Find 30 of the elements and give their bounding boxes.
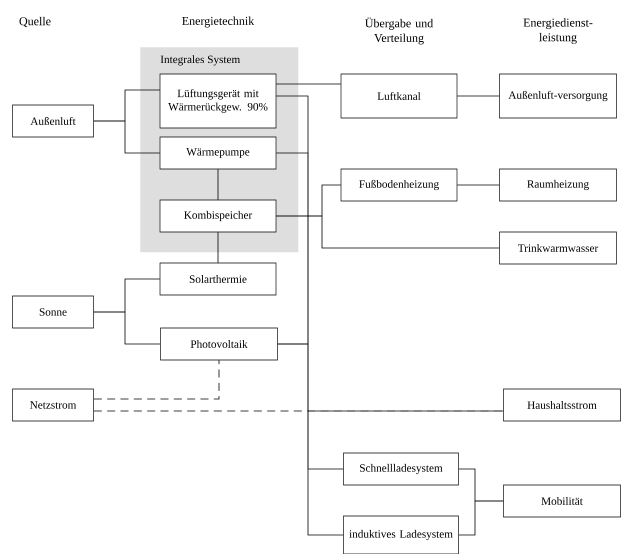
connector-line [276,216,500,248]
process-box: Schnellladesystem [343,452,459,486]
process-box: Sonne [12,296,94,328]
column-heading: Energietechnik [182,16,254,28]
process-box: Lüftungsgerät mit Wärmerückgew. 90% [160,74,276,128]
process-box: Raumheizung [499,168,617,202]
process-box: Solarthermie [160,262,276,296]
connector-line [93,360,220,400]
column-heading: Energiedienst-leistung [523,18,592,44]
connector-line [277,344,344,536]
connector-line [93,120,160,154]
process-box: Kombispeicher [160,200,276,232]
process-box: Luftkanal [340,74,458,118]
process-box: Trinkwarmwasser [499,232,617,264]
process-box: Fußbodenheizung [340,168,458,202]
process-box: Netzstrom [12,388,94,422]
connector-line [93,410,504,412]
process-box: Mobilität [503,484,621,518]
connector-line [276,152,308,344]
process-box: Photovoltaik [160,328,278,360]
connector-line [458,500,504,536]
column-heading: Übergabe und Verteilung [365,18,434,44]
connector-line [93,312,161,344]
connector-line [456,184,500,186]
process-box: Haushaltsstrom [503,388,621,422]
process-box: induktives Ladesystem [343,516,459,554]
process-box: Außenluft-versorgung [499,74,617,118]
column-heading: Quelle [20,16,51,28]
process-box: Außenluft [12,104,94,138]
process-box: Wärmepumpe [160,136,276,170]
